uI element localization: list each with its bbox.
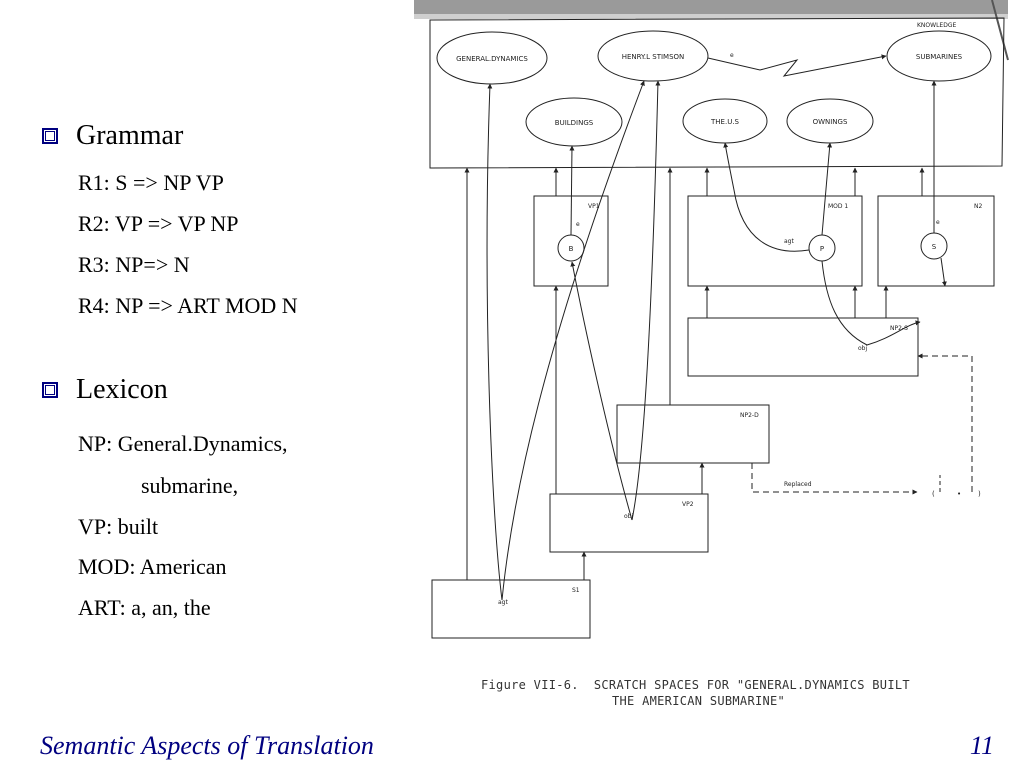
knowledge-label: KNOWLEDGE: [917, 22, 956, 29]
e-label-3: e: [936, 219, 940, 226]
buildings-label: BUILDINGS: [555, 119, 594, 127]
mod1-box: [687, 195, 863, 287]
link-e-label: e: [730, 52, 734, 59]
lexicon-entry-art: ART: a, an, the: [78, 595, 211, 620]
general-dynamics-label: GENERAL.DYNAMICS: [456, 55, 528, 63]
b-label: B: [569, 245, 574, 253]
obj-label-1: obj: [858, 345, 867, 352]
agt-label-1: agt: [784, 238, 794, 245]
vp2-label: VP2: [682, 501, 694, 508]
grammar-rule-4: R4: NP => ART MOD N: [78, 293, 298, 318]
s1-box: [431, 579, 591, 639]
footer-title: Semantic Aspects of Translation: [40, 731, 374, 760]
n2-label: N2: [974, 203, 982, 210]
s1-label: S1: [572, 587, 580, 594]
grammar-bullet-icon: [42, 128, 58, 144]
grammar-rule-1: R1: S => NP VP: [78, 170, 224, 195]
s-label: S: [932, 243, 937, 251]
grammar-rule-2: R2: VP => VP NP: [78, 211, 239, 236]
grammar-rule-3: R3: NP=> N: [78, 252, 190, 277]
lexicon-entry-np: NP: General.Dynamics,: [78, 431, 288, 456]
np2d-label: NP2-D: [740, 412, 759, 419]
np2d-box: [616, 404, 770, 464]
lexicon-bullet-icon: [42, 382, 58, 398]
lexicon-entry-mod: MOD: American: [78, 554, 227, 579]
stimson-submarines-link: [707, 54, 887, 77]
henry-stimson-node: [597, 30, 709, 82]
lexicon-entry-vp: VP: built: [78, 514, 159, 539]
e-label-2: e: [576, 221, 580, 228]
n2-box: [877, 195, 995, 287]
the-us-label: THE.U.S: [710, 118, 740, 126]
scratch-spaces-figure: ( • ) KNOWLEDGE GENERAL.DYNAMICS HENRY.L…: [414, 0, 1009, 639]
henry-stimson-label: HENRY.L STIMSON: [622, 53, 685, 61]
knowledge-box: [429, 17, 1005, 169]
submarines-label: SUBMARINES: [916, 53, 963, 61]
lexicon-entry-np-cont: submarine,: [141, 473, 239, 498]
svg-text:•: •: [957, 490, 961, 498]
np2s-box: [687, 317, 919, 377]
agt-label-2: agt: [498, 599, 508, 606]
page-number: 11: [969, 731, 994, 760]
grammar-heading: Grammar: [76, 120, 184, 151]
np2s-label: NP2-S: [890, 325, 908, 332]
svg-text:(: (: [932, 490, 935, 498]
ownings-label: OWNINGS: [813, 118, 848, 126]
figure-caption-line-1: Figure VII-6. SCRATCH SPACES FOR "GENERA…: [481, 678, 910, 692]
lexicon-heading: Lexicon: [76, 374, 168, 405]
p-label: P: [820, 245, 824, 253]
vp1-label: VP1: [588, 203, 600, 210]
mod1-label: MOD 1: [828, 203, 848, 210]
svg-text:): ): [978, 490, 981, 498]
vp2-box: [549, 493, 709, 553]
submarines-node: [886, 30, 992, 82]
replaced-label: Replaced: [784, 481, 812, 488]
scan-edge: [414, 0, 1008, 14]
figure-caption-line-2: THE AMERICAN SUBMARINE": [612, 694, 786, 708]
obj-label-2: obj: [624, 513, 633, 520]
